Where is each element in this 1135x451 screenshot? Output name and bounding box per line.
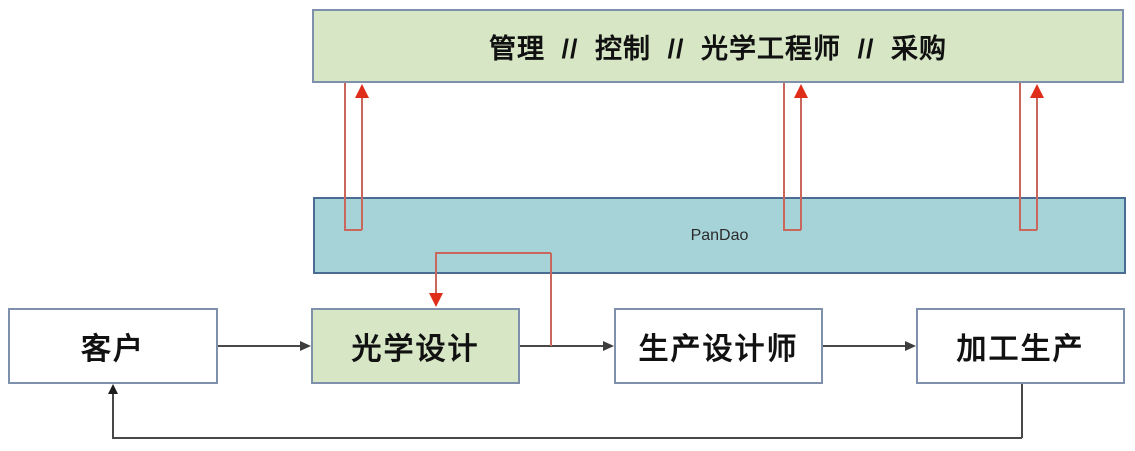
feedback-loop-right-line: [1021, 384, 1023, 438]
optical-design-box-label: 光学设计: [351, 333, 480, 366]
roles-box: 管理 // 控制 // 光学工程师 // 采购: [312, 9, 1124, 83]
arrow-customer-to-optical-line: [218, 345, 302, 347]
production-designer-box-label: 生产设计师: [638, 333, 799, 366]
feedback-loop-left-line: [112, 393, 114, 438]
red-design-loop-top-line: [435, 252, 551, 254]
customer-box-label: 客户: [81, 333, 145, 366]
manufacturing-box-label: 加工生产: [956, 333, 1085, 366]
arrow-optical-to-proddes-line: [520, 345, 605, 347]
pandao-box: PanDao: [313, 197, 1126, 274]
red-loop1-up-head-icon: [355, 84, 369, 98]
red-design-loop-down-line: [435, 253, 437, 295]
pandao-box-label: PanDao: [690, 226, 749, 244]
production-designer-box: 生产设计师: [614, 308, 823, 384]
red-loop2-bottom-line: [783, 229, 801, 231]
feedback-loop-bottom-line: [112, 437, 1022, 439]
customer-box: 客户: [8, 308, 218, 384]
roles-box-label: 管理 // 控制 // 光学工程师 // 采购: [488, 33, 948, 64]
red-loop3-up-line: [1036, 98, 1038, 230]
red-loop1-bottom-line: [344, 229, 362, 231]
arrow-customer-to-optical-head-icon: [300, 341, 311, 351]
arrow-optical-to-proddes-head-icon: [603, 341, 614, 351]
red-loop1-up-line: [361, 98, 363, 230]
manufacturing-box: 加工生产: [916, 308, 1125, 384]
red-loop2-down-line: [783, 83, 785, 230]
red-design-loop-up-line: [550, 253, 552, 346]
feedback-loop-head-icon: [108, 384, 118, 394]
red-loop2-up-head-icon: [794, 84, 808, 98]
optical-design-box: 光学设计: [311, 308, 520, 384]
red-loop1-down-line: [344, 83, 346, 230]
arrow-proddes-to-manuf-line: [823, 345, 907, 347]
red-loop3-up-head-icon: [1030, 84, 1044, 98]
red-loop3-bottom-line: [1019, 229, 1037, 231]
red-loop2-up-line: [800, 98, 802, 230]
red-loop3-down-line: [1019, 83, 1021, 230]
red-design-loop-down-head-icon: [429, 293, 443, 307]
arrow-proddes-to-manuf-head-icon: [905, 341, 916, 351]
